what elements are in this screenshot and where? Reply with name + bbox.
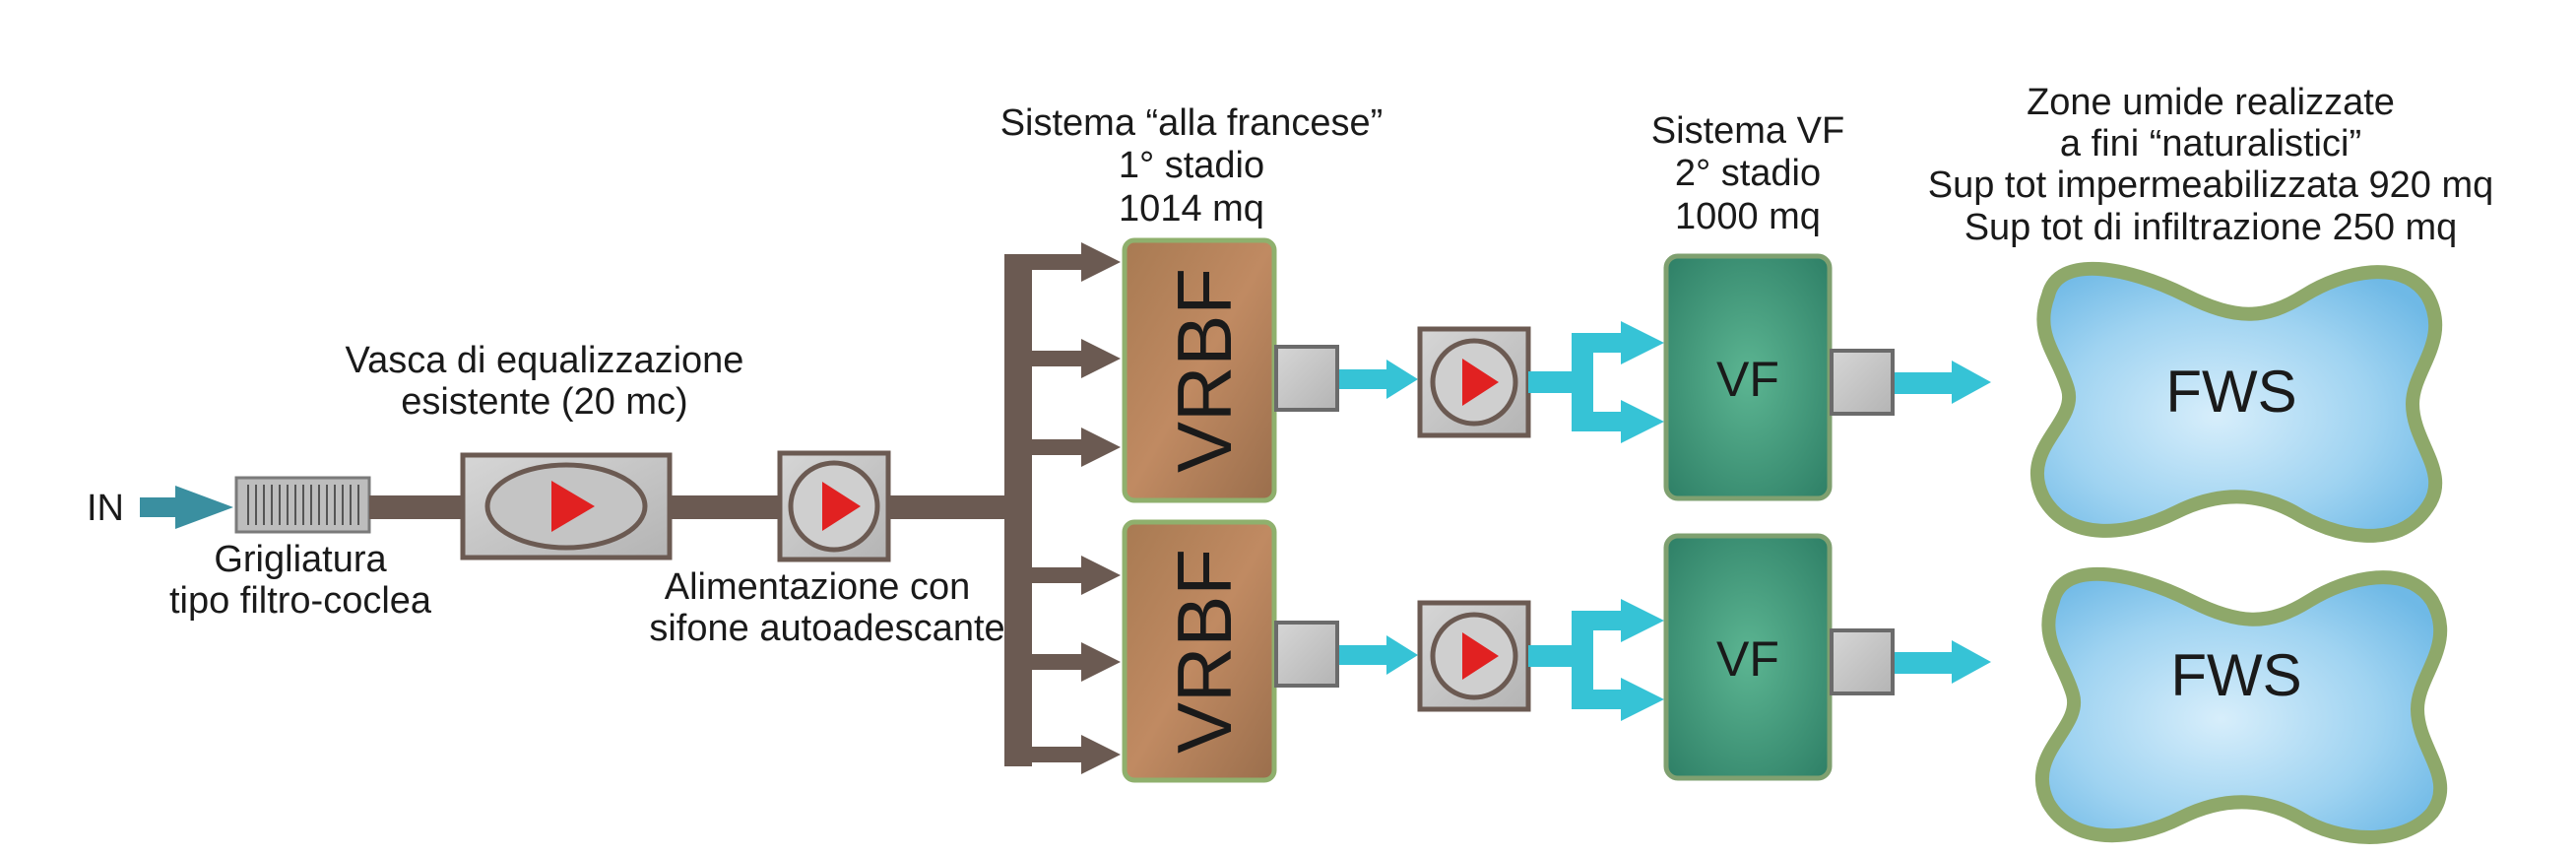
- stage-pump-bottom-play-icon: [1462, 632, 1499, 680]
- screen-label-line2: tipo filtro-coclea: [169, 580, 432, 622]
- wetland-label-line1: Zone umide realizzate: [2027, 82, 2395, 123]
- screen-filter: [234, 476, 371, 534]
- vf-bottom-label: VF: [1716, 631, 1779, 687]
- wetland-label-line4: Sup tot di infiltrazione 250 mq: [1964, 207, 2458, 248]
- stage2-label-line1: Sistema VF: [1651, 110, 1844, 152]
- vrbf-bottom-outlet-box: [1274, 621, 1339, 688]
- cyan-arrow-vrbf-top-to-pump: [1339, 360, 1418, 399]
- siphon-play-icon: [822, 482, 861, 531]
- vrbf-bottom-label: VRBF: [1161, 549, 1248, 754]
- pipe-siphon-to-manifold: [888, 495, 1016, 519]
- tank-pump-play-icon: [551, 481, 595, 532]
- distribution-manifold: [1004, 242, 1121, 774]
- stage2-label-line2: 2° stadio: [1675, 153, 1821, 194]
- fws-bottom-label: FWS: [2170, 642, 2301, 708]
- fws-top-label: FWS: [2165, 359, 2296, 425]
- vrbf-top-outlet-box: [1274, 345, 1339, 412]
- pipe-screen-to-tank: [369, 495, 463, 519]
- inlet-arrow: [140, 486, 233, 529]
- fws-pond-bottom: FWS: [2034, 566, 2448, 844]
- stage1-label-line2: 1° stadio: [1119, 145, 1264, 186]
- vf-top-outlet-box: [1830, 349, 1895, 416]
- siphon-label-line2: sifone autoadescante: [649, 608, 1004, 649]
- vf-bottom-outlet-box: [1830, 628, 1895, 695]
- vrbf-bed-top: VRBF: [1122, 237, 1277, 503]
- vrbf-bed-bottom: VRBF: [1122, 519, 1277, 783]
- pipe-tank-to-siphon: [670, 495, 780, 519]
- cyan-splitter-bottom: [1528, 599, 1664, 721]
- inlet-label: IN: [87, 488, 124, 529]
- siphon-label-line1: Alimentazione con: [665, 566, 971, 608]
- cyan-arrow-vf-bottom-to-fws: [1895, 640, 1991, 684]
- screen-label-line1: Grigliatura: [214, 539, 387, 580]
- siphon-pump: [777, 450, 891, 562]
- vrbf-top-label: VRBF: [1161, 268, 1248, 473]
- wetland-label-line3: Sup tot impermeabilizzata 920 mq: [1928, 165, 2494, 206]
- vf-bed-top: VF: [1663, 253, 1833, 501]
- fws-pond-top: FWS: [2029, 261, 2443, 543]
- vf-top-label: VF: [1716, 352, 1779, 407]
- vf-bed-bottom: VF: [1663, 533, 1833, 781]
- tank-label-line2: esistente (20 mc): [401, 381, 687, 423]
- cyan-splitter-top: [1528, 321, 1664, 443]
- stage2-label-line3: 1000 mq: [1675, 196, 1821, 237]
- cyan-arrow-vrbf-bottom-to-pump: [1339, 635, 1418, 675]
- stage1-label-line1: Sistema “alla francese”: [1000, 102, 1384, 144]
- stage-pump-top: [1417, 326, 1531, 438]
- cyan-arrow-vf-top-to-fws: [1895, 361, 1991, 404]
- tank-label-line1: Vasca di equalizzazione: [346, 340, 744, 381]
- stage-pump-top-play-icon: [1462, 359, 1499, 406]
- stage1-label-line3: 1014 mq: [1119, 188, 1264, 230]
- equalization-tank: [460, 452, 673, 560]
- stage-pump-bottom: [1417, 600, 1531, 712]
- wetland-label-line2: a fini “naturalistici”: [2060, 123, 2361, 165]
